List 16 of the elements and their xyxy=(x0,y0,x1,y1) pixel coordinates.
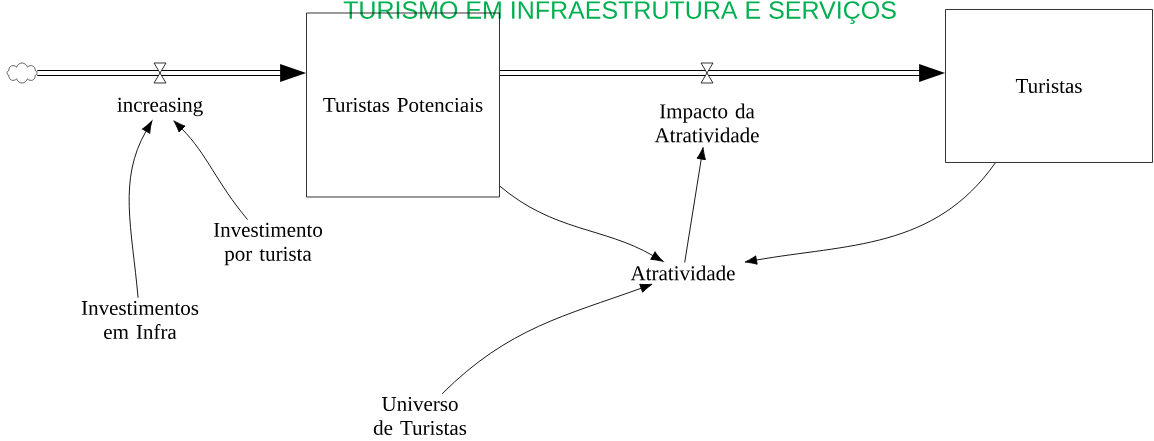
arrow xyxy=(744,162,996,265)
arrow xyxy=(499,185,664,262)
flow-pipe xyxy=(499,64,946,82)
variable-label: increasing xyxy=(117,97,203,117)
cloud-symbol xyxy=(6,62,38,84)
variable-label: Universo de Turistas xyxy=(373,396,467,436)
arrow xyxy=(441,283,653,395)
variable-label: Investimentos em Infra xyxy=(81,300,199,340)
flow-pipe xyxy=(37,64,307,82)
variable-label: Atratividade xyxy=(630,265,735,281)
stock-box: Turistas xyxy=(945,9,1153,163)
arrow xyxy=(173,120,248,221)
arrow xyxy=(128,120,153,299)
variable-label: Impacto da Atratividade xyxy=(654,103,759,143)
variable-label: Investimento por turista xyxy=(213,222,323,266)
arrow xyxy=(684,147,706,263)
